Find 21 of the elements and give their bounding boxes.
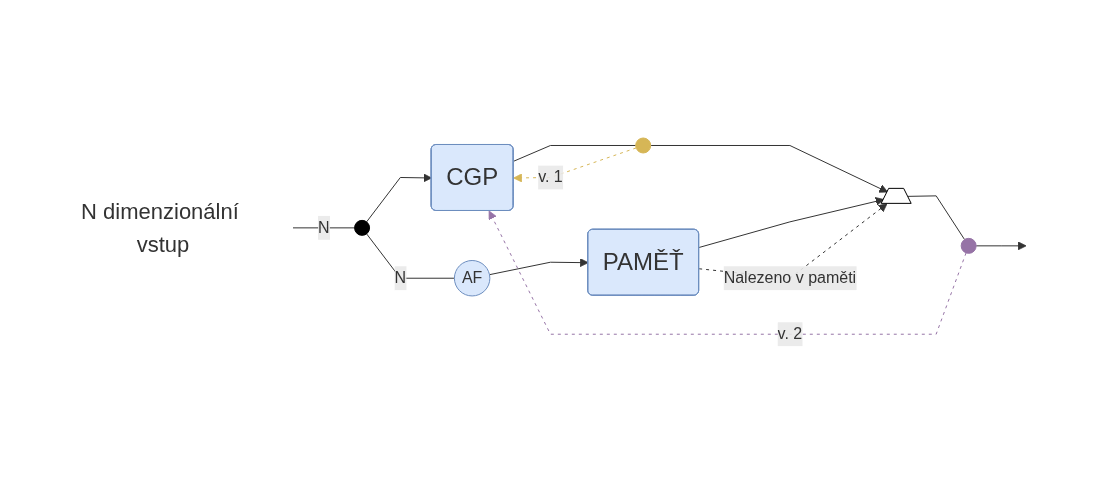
edge-label: N	[317, 218, 330, 236]
arrow	[975, 241, 1027, 251]
node-circle	[635, 137, 652, 154]
arrow	[488, 210, 967, 335]
edge-label: v. 1	[538, 168, 563, 186]
connector	[292, 227, 355, 229]
edge-label: N	[394, 269, 407, 287]
edge-label: Nalezeno v paměti	[723, 269, 857, 287]
node-circle	[960, 237, 977, 254]
node-trapezoid	[880, 187, 912, 204]
arrow	[366, 173, 432, 223]
arrow	[650, 144, 888, 193]
node-text: N dimenzionální vstup	[80, 198, 239, 257]
arrow	[698, 196, 885, 248]
node-circle: AF	[453, 259, 491, 297]
connector	[366, 233, 455, 279]
arrow	[488, 258, 589, 276]
connector	[907, 195, 965, 240]
node-circle	[354, 219, 370, 236]
edge-label: v. 2	[777, 325, 803, 343]
connector	[513, 144, 637, 162]
